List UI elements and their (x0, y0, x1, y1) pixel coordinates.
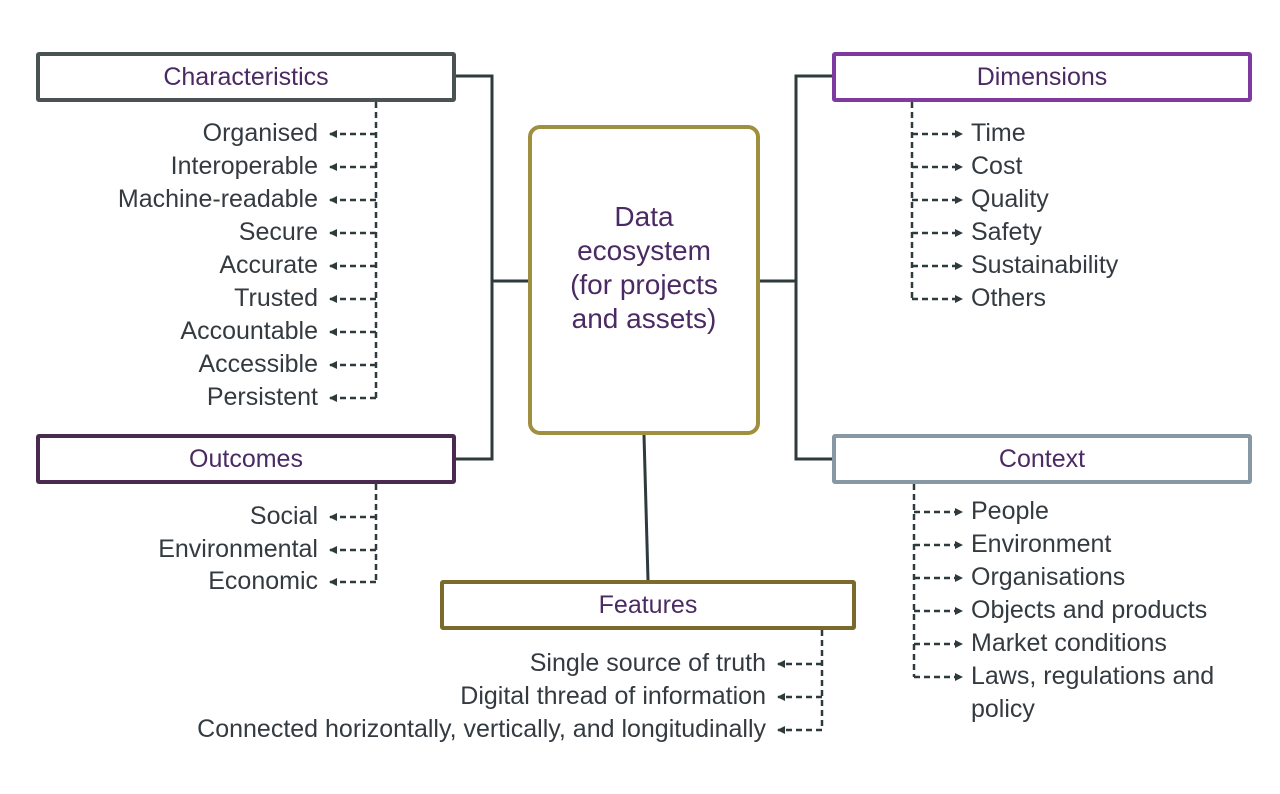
outcomes-box: Outcomes (36, 434, 456, 484)
center-line: Data (614, 201, 674, 232)
dimensions-item: Sustainability (971, 251, 1119, 279)
context-title: Context (998, 444, 1086, 473)
dimensions-item: Cost (971, 152, 1023, 180)
dimensions-item: Time (971, 119, 1026, 147)
center-label: Data ecosystem (for projects and assets) (530, 200, 758, 336)
right-bracket-line (794, 74, 832, 461)
characteristics-item: Secure (238, 218, 318, 246)
left-bracket-line (456, 74, 494, 461)
characteristics-title: Characteristics (163, 62, 329, 91)
characteristics-box: Characteristics (36, 52, 456, 102)
center-line: (for projects (570, 269, 718, 300)
dimensions-item: Safety (971, 218, 1042, 246)
characteristics-item: Interoperable (170, 152, 318, 180)
outcomes-title: Outcomes (189, 444, 303, 473)
context-item: Market conditions (971, 629, 1167, 657)
characteristics-item: Accountable (180, 317, 318, 345)
features-box: Features (440, 580, 856, 630)
characteristics-item: Machine-readable (117, 185, 318, 213)
dashed-connectors (329, 102, 963, 734)
dimensions-item: Others (971, 284, 1047, 312)
characteristics-item: Trusted (234, 284, 318, 312)
context-box: Context (832, 434, 1252, 484)
outcomes-item: Economic (208, 567, 318, 595)
characteristics-item: Persistent (206, 383, 318, 411)
context-item: policy (971, 695, 1035, 723)
dimensions-title: Dimensions (976, 62, 1108, 91)
dimensions-item: Quality (971, 185, 1049, 213)
center-line: ecosystem (577, 235, 711, 266)
features-title: Features (598, 590, 698, 619)
context-item: Laws, regulations and (971, 662, 1215, 690)
dimensions-box: Dimensions (832, 52, 1252, 102)
center-line: and assets) (571, 303, 717, 334)
characteristics-item: Accurate (219, 251, 318, 279)
context-item: Environment (971, 530, 1112, 558)
center-bottom-line (642, 434, 650, 581)
features-item: Connected horizontally, vertically, and … (197, 715, 766, 743)
context-item: People (971, 497, 1049, 525)
context-item: Objects and products (971, 596, 1208, 624)
characteristics-item: Accessible (198, 350, 319, 378)
context-item: Organisations (971, 563, 1126, 591)
center-box (528, 125, 760, 435)
outcomes-item: Environmental (158, 535, 318, 563)
features-item: Digital thread of information (460, 682, 766, 710)
features-item: Single source of truth (529, 649, 766, 677)
characteristics-item: Organised (202, 119, 318, 147)
solid-connectors (456, 74, 832, 581)
outcomes-item: Social (249, 502, 318, 530)
